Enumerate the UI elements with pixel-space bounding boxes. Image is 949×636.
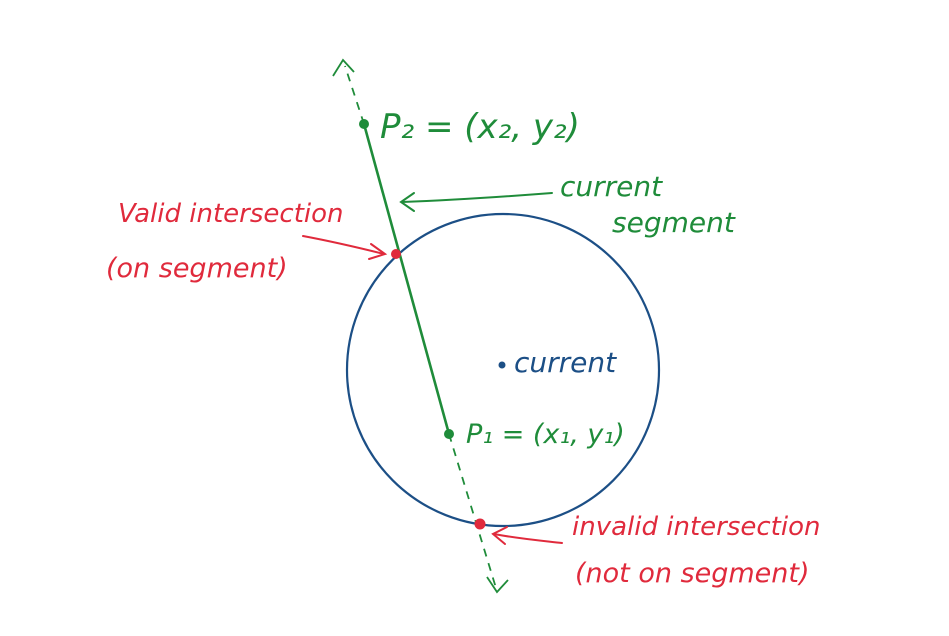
- center-point: [498, 361, 506, 369]
- lookahead-circle: [345, 212, 661, 528]
- invalid-intersection-arrowhead-icon: [491, 526, 508, 545]
- current-segment-label-line2: segment: [612, 206, 736, 239]
- current-segment-arrowhead-icon: [399, 192, 415, 212]
- extension-arrow-top-icon: [332, 58, 355, 77]
- segment-extension-upper: [344, 65, 365, 125]
- p1-label: P₁ = (x₁, y₁): [466, 419, 625, 450]
- p2-label: P₂ = (x₂, y₂): [380, 107, 580, 147]
- valid-intersection-arrow: [302, 235, 385, 255]
- center-label: current: [514, 346, 617, 379]
- p2-point: [359, 119, 369, 129]
- current-segment-arrow: [401, 192, 553, 203]
- current-segment-line: [362, 122, 451, 436]
- invalid-intersection-arrow: [493, 533, 563, 544]
- invalid-intersection-label-line2: (not on segment): [575, 558, 810, 589]
- extension-arrow-bottom-icon: [486, 576, 509, 594]
- valid-intersection-label-line1: Valid intersection: [118, 199, 344, 229]
- invalid-intersection-point: [474, 518, 486, 530]
- valid-intersection-label-line2: (on segment): [106, 253, 288, 284]
- p1-point: [444, 429, 454, 439]
- invalid-intersection-label-line1: invalid intersection: [572, 512, 820, 542]
- valid-intersection-arrowhead-icon: [368, 243, 388, 260]
- current-segment-label-line1: current: [560, 170, 663, 203]
- valid-intersection-point: [391, 249, 401, 259]
- segment-extension-lower: [448, 433, 497, 589]
